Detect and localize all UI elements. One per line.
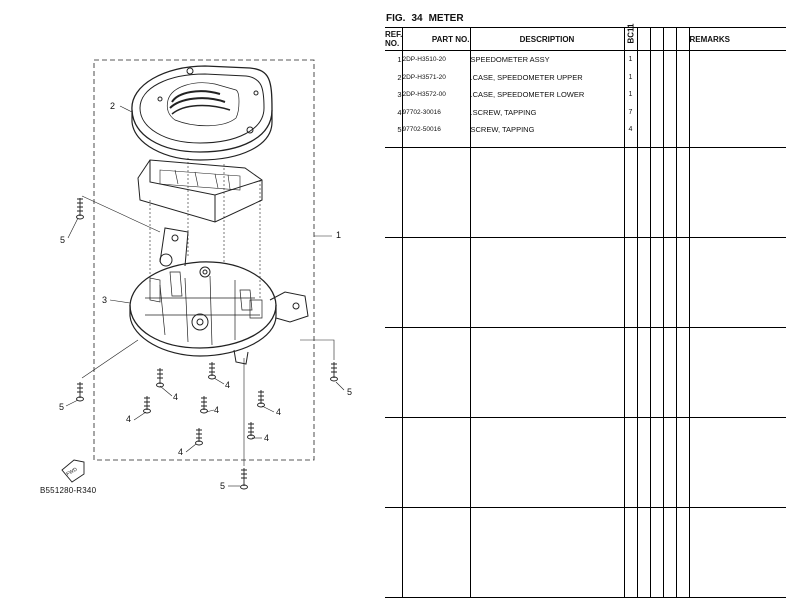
empty-row — [385, 147, 786, 238]
part-no: 97702-50016 — [401, 121, 470, 139]
table-divider — [385, 138, 786, 148]
fig-number: 34 — [411, 13, 423, 24]
col-ref-label: REF. — [385, 30, 403, 39]
callout-3: 3 — [102, 295, 108, 305]
col-model: BC11 — [623, 22, 637, 51]
parts-table: REF.NO. PART NO. DESCRIPTION BC11 REMARK… — [385, 22, 786, 598]
qty: 7 — [623, 103, 637, 121]
ref-no: 4 — [397, 107, 402, 117]
table-header: REF.NO. PART NO. DESCRIPTION BC11 REMARK… — [385, 22, 786, 51]
description: .SCREW, TAPPING — [469, 103, 624, 121]
callout-5a: 5 — [60, 235, 66, 245]
callout-4d: 4 — [214, 405, 220, 415]
remarks-cell — [688, 121, 786, 139]
col-blank — [636, 27, 650, 51]
col-description: DESCRIPTION — [469, 27, 624, 51]
description: SPEEDOMETER ASSY — [469, 50, 624, 69]
meter-exploded-view: FWD — [61, 59, 345, 490]
table-row: 4 97702-30016 .SCREW, TAPPING 7 — [385, 103, 786, 121]
empty-row — [385, 507, 786, 598]
figure-title: FIG. 34 METER — [386, 13, 470, 24]
qty: 1 — [623, 86, 637, 104]
qty: 4 — [623, 121, 637, 139]
col-part-no: PART NO. — [401, 27, 470, 51]
callout-1: 1 — [336, 230, 342, 240]
fig-name: METER — [428, 13, 464, 24]
fwd-arrow-icon: FWD — [61, 459, 85, 483]
remarks-cell — [688, 103, 786, 121]
empty-row — [385, 237, 786, 328]
fig-label: FIG. — [386, 13, 406, 24]
exploded-diagram: FWD 2 1 3 5 5 5 5 4 4 4 4 4 4 4 B551280-… — [0, 0, 380, 546]
fwd-label: FWD — [66, 466, 79, 477]
callout-4e: 4 — [276, 407, 282, 417]
qty: 1 — [623, 68, 637, 86]
qty: 1 — [623, 50, 637, 69]
col-blank — [675, 27, 689, 51]
col-ref-label-2: NO. — [385, 39, 400, 48]
callout-4g: 4 — [264, 433, 270, 443]
callout-5b: 5 — [59, 402, 65, 412]
remarks-cell — [688, 86, 786, 104]
figure-code: B551280-R340 — [40, 486, 97, 495]
part-no: 2DP-H3510-20 — [401, 50, 470, 69]
callout-4f: 4 — [178, 447, 184, 457]
col-ref: REF.NO. — [385, 27, 403, 51]
callout-4a: 4 — [173, 392, 179, 402]
empty-row — [385, 327, 786, 418]
description: .CASE, SPEEDOMETER UPPER — [469, 68, 624, 86]
remarks-cell — [688, 68, 786, 86]
remarks-cell — [688, 50, 786, 69]
part-no: 2DP-H3572-00 — [401, 86, 470, 104]
col-remarks: REMARKS — [688, 27, 786, 51]
ref-no: 3 — [397, 90, 402, 100]
table-row: 1 2DP-H3510-20 SPEEDOMETER ASSY 1 — [385, 50, 786, 69]
table-row: 3 2DP-H3572-00 .CASE, SPEEDOMETER LOWER … — [385, 86, 786, 104]
col-blank — [662, 27, 676, 51]
ref-no: 2 — [397, 72, 402, 82]
callout-2: 2 — [110, 101, 116, 111]
description: .CASE, SPEEDOMETER LOWER — [469, 86, 624, 104]
table-row: 2 2DP-H3571-20 .CASE, SPEEDOMETER UPPER … — [385, 68, 786, 86]
col-model-label: BC11 — [626, 22, 635, 43]
col-blank — [649, 27, 663, 51]
part-no: 97702-30016 — [401, 103, 470, 121]
callout-4c: 4 — [225, 380, 231, 390]
ref-no: 1 — [397, 55, 402, 65]
ref-no: 5 — [397, 125, 402, 135]
description: SCREW, TAPPING — [469, 121, 624, 139]
part-no: 2DP-H3571-20 — [401, 68, 470, 86]
table-row: 5 97702-50016 SCREW, TAPPING 4 — [385, 121, 786, 139]
callout-5c: 5 — [347, 387, 353, 397]
callout-4b: 4 — [126, 414, 132, 424]
callout-5d: 5 — [220, 481, 226, 491]
empty-row — [385, 417, 786, 508]
